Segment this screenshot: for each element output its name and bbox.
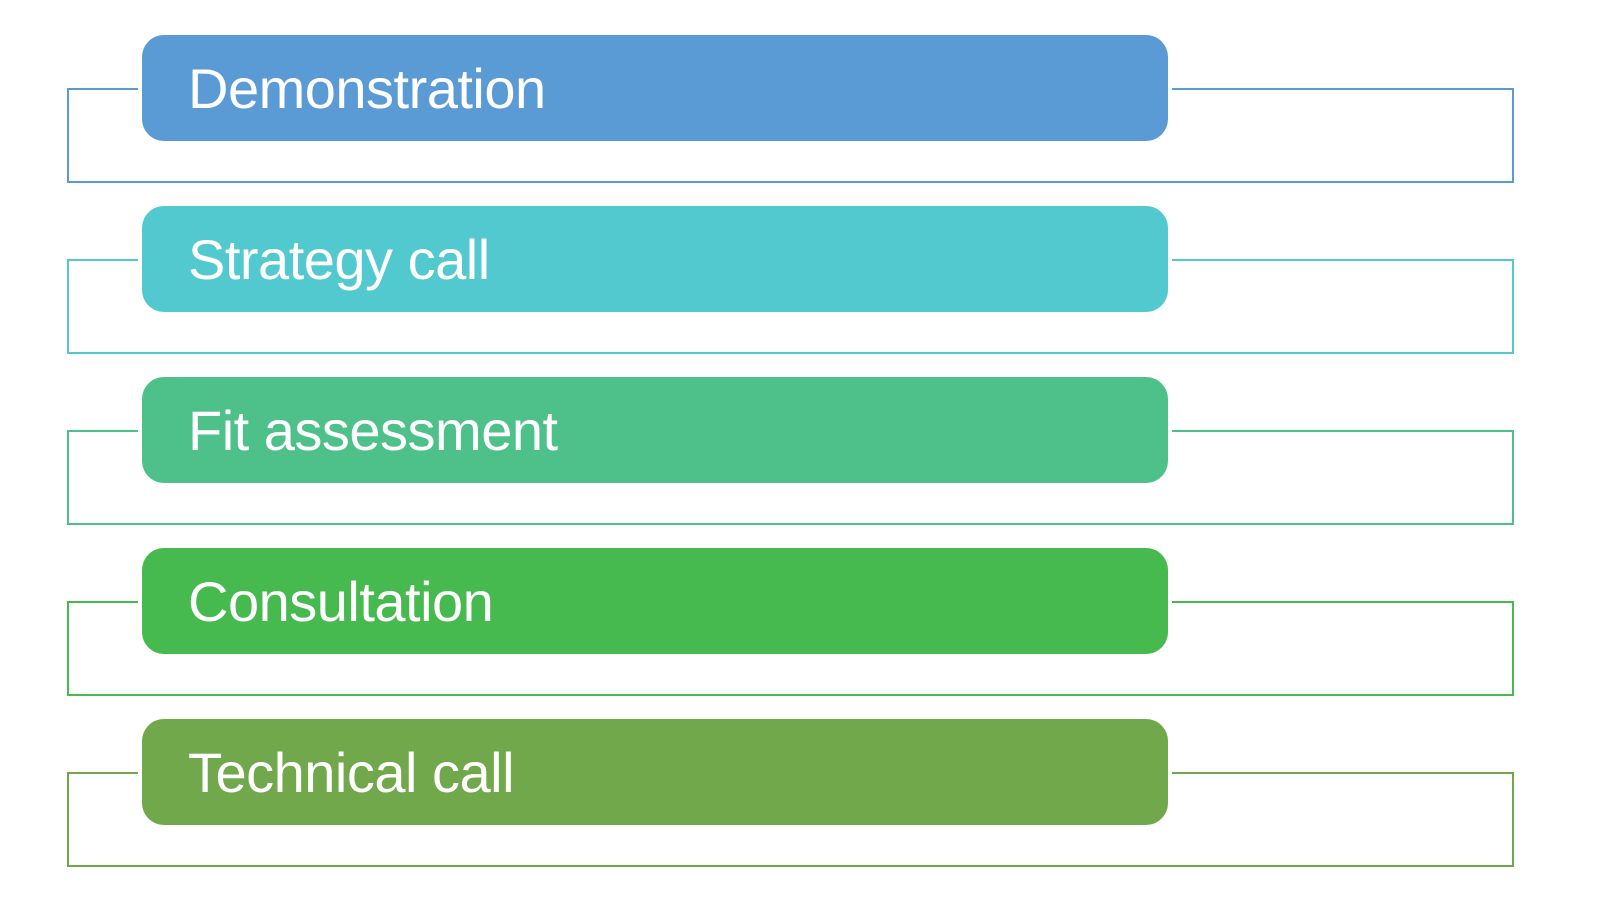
process-step-row: Fit assessment	[0, 377, 1600, 548]
step-shape-technical-call: Technical call	[142, 719, 1168, 825]
process-step-list: Demonstration Strategy call Fit assessme…	[0, 35, 1600, 890]
step-label: Fit assessment	[188, 398, 558, 462]
step-label: Consultation	[188, 569, 494, 633]
process-step-row: Consultation	[0, 548, 1600, 719]
step-shape-strategy-call: Strategy call	[142, 206, 1168, 312]
step-shape-consultation: Consultation	[142, 548, 1168, 654]
process-step-row: Strategy call	[0, 206, 1600, 377]
step-label: Strategy call	[188, 227, 490, 291]
step-label: Technical call	[188, 740, 515, 804]
process-step-row: Technical call	[0, 719, 1600, 890]
step-label: Demonstration	[188, 56, 546, 120]
step-shape-fit-assessment: Fit assessment	[142, 377, 1168, 483]
step-shape-demonstration: Demonstration	[142, 35, 1168, 141]
process-step-row: Demonstration	[0, 35, 1600, 206]
